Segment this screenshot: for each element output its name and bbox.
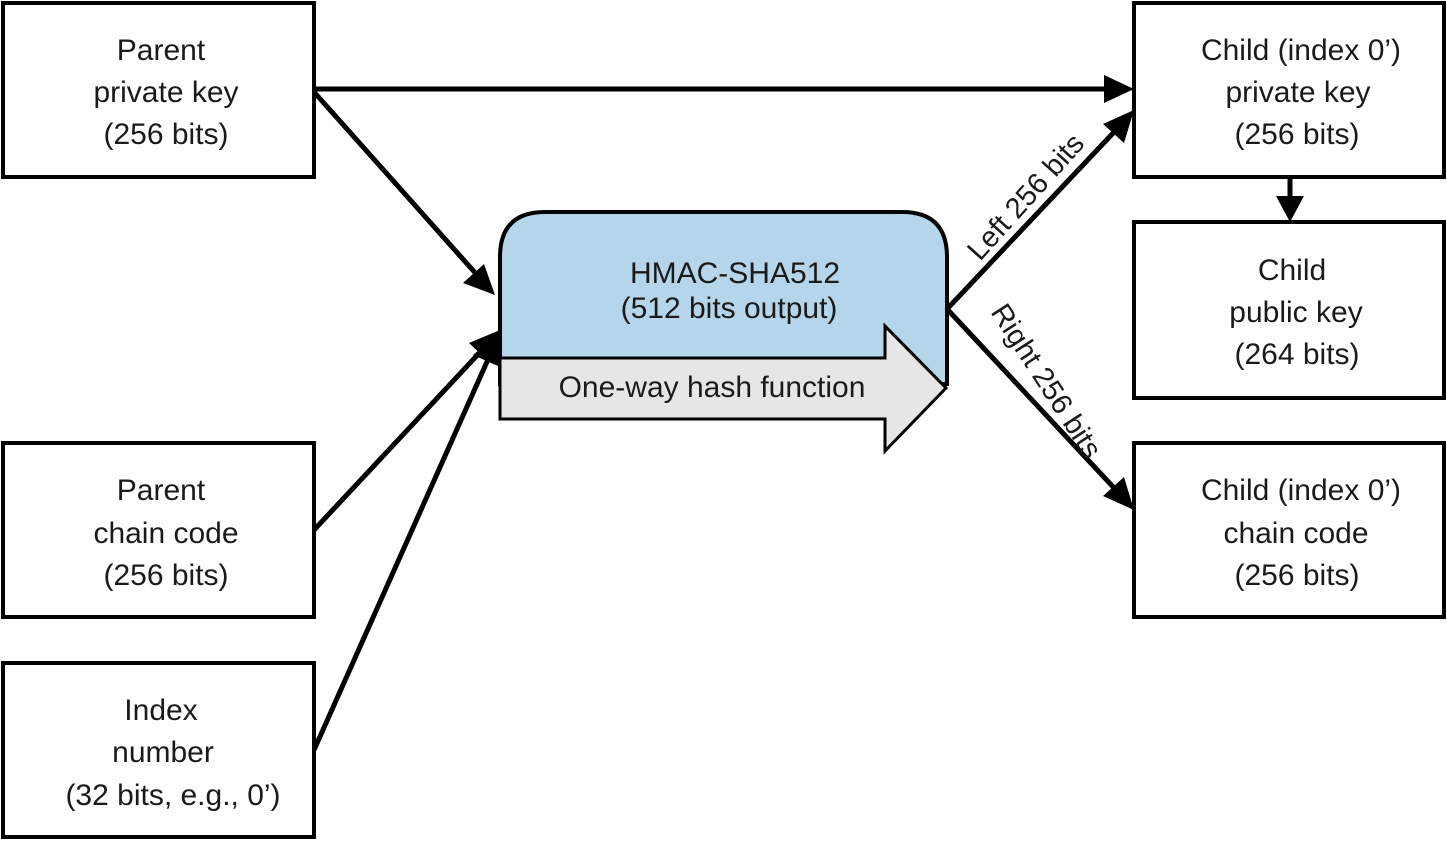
edge-index-to-hmac bbox=[311, 353, 493, 752]
node-child-private-key: Child (index 0’) private key (256 bits) bbox=[1132, 1, 1446, 179]
arrowhead bbox=[1103, 477, 1134, 510]
hash-function-arrow: One-way hash function bbox=[498, 322, 949, 455]
edge-label-left: Left 256 bits bbox=[961, 128, 1091, 267]
node-label-line: Parent bbox=[117, 474, 206, 507]
hash-arrow-shape bbox=[498, 322, 949, 455]
edge-hmac-to-child-private bbox=[946, 128, 1118, 310]
node-label-line: chain code bbox=[93, 517, 238, 550]
node-label-line: (256 bits) bbox=[1234, 559, 1359, 592]
node-child-chain-code: Child (index 0’) chain code (256 bits) bbox=[1132, 441, 1446, 619]
node-label-line: (256 bits) bbox=[103, 559, 228, 592]
edge-hmac-to-child-chain bbox=[946, 308, 1118, 492]
node-child-public-key: Child public key (264 bits) bbox=[1132, 220, 1446, 400]
node-label-line: number bbox=[112, 736, 214, 769]
arrowhead bbox=[1276, 196, 1304, 222]
node-hmac-sha512: HMAC-SHA512 (512 bits output) bbox=[498, 210, 949, 386]
node-label-line: (512 bits output) bbox=[621, 292, 838, 325]
node-parent-private-key: Parent private key (256 bits) bbox=[1, 1, 316, 179]
node-label-line: Child bbox=[1258, 254, 1326, 287]
edge-label-right: Right 256 bits bbox=[984, 298, 1107, 464]
node-index-number: Index number (32 bits, e.g., 0’) bbox=[1, 661, 316, 839]
edges bbox=[311, 75, 1304, 752]
arrowhead bbox=[473, 333, 500, 366]
node-label-line: HMAC-SHA512 bbox=[630, 257, 840, 290]
node-label-line: (256 bits) bbox=[1234, 118, 1359, 151]
node-label-line: (264 bits) bbox=[1234, 338, 1359, 371]
arrowhead bbox=[1103, 110, 1134, 143]
node-label-line: Parent bbox=[117, 34, 206, 67]
arrowhead bbox=[1104, 75, 1134, 103]
node-label-line: Child (index 0’) bbox=[1201, 34, 1401, 67]
node-label-line: private key bbox=[93, 76, 238, 109]
node-parent-chain-code: Parent chain code (256 bits) bbox=[1, 441, 316, 619]
node-label-line: public key bbox=[1229, 296, 1362, 329]
node-label-line: chain code bbox=[1223, 517, 1368, 550]
node-label-line: Child (index 0’) bbox=[1201, 474, 1401, 507]
node-label-line: (256 bits) bbox=[103, 118, 228, 151]
node-label-line: private key bbox=[1225, 76, 1370, 109]
edge-parent-private-to-hmac bbox=[312, 90, 480, 278]
node-label-line: Index bbox=[124, 694, 197, 727]
node-label-line: (32 bits, e.g., 0’) bbox=[65, 779, 280, 812]
arrowhead bbox=[463, 264, 495, 295]
hmac-box bbox=[498, 210, 949, 386]
hash-function-label: One-way hash function bbox=[559, 371, 866, 404]
edge-parent-chain-to-hmac bbox=[312, 346, 486, 532]
